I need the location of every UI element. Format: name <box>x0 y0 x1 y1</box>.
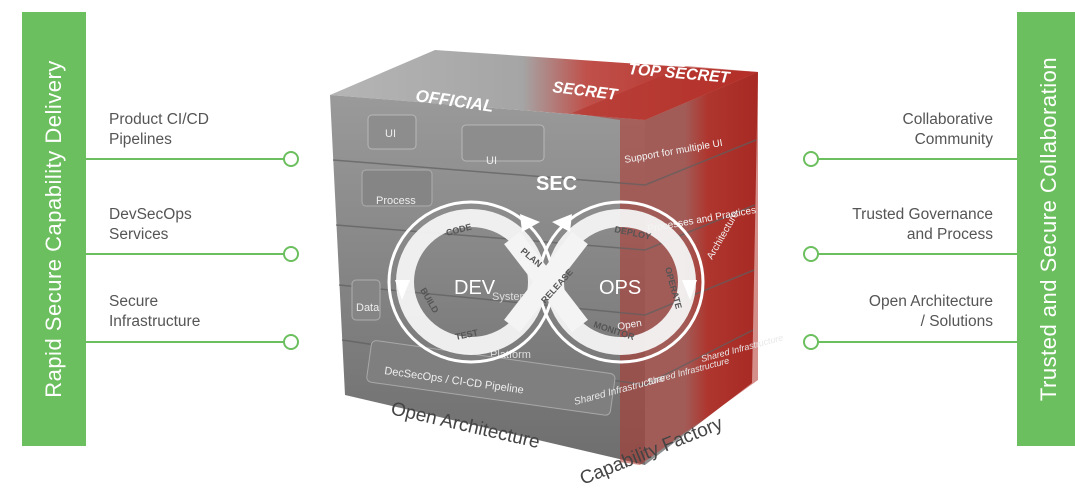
stage-test: TEST <box>454 327 479 342</box>
callout-line: Community <box>914 131 993 148</box>
connector-node <box>803 151 819 167</box>
connector-line <box>86 158 284 160</box>
callout-line: Pipelines <box>109 131 172 148</box>
callout-secure-infrastructure: Secure Infrastructure <box>109 292 200 332</box>
callout-line: / Solutions <box>920 313 993 330</box>
callout-collaborative-community: Collaborative Community <box>903 110 993 150</box>
callout-line: Open Architecture <box>868 293 993 310</box>
callout-line: DevSecOps <box>109 206 192 223</box>
connector-line <box>815 341 1019 343</box>
callout-line: Infrastructure <box>109 313 201 330</box>
connector-node <box>283 151 299 167</box>
layer-box-ui-1 <box>367 114 417 150</box>
callout-open-architecture: Open Architecture / Solutions <box>869 292 993 332</box>
layer-box-process <box>361 169 433 207</box>
connector-line <box>815 158 1019 160</box>
callout-devsecops-services: DevSecOps Services <box>109 205 192 245</box>
layer-box-pipeline <box>366 340 616 416</box>
layer-ui-2-label: UI <box>486 155 497 167</box>
layer-process-label: Process <box>376 195 416 207</box>
callout-line: Product CI/CD <box>109 111 209 128</box>
left-sidebar-banner: Rapid Secure Capability Delivery <box>22 12 86 446</box>
callout-line: Secure <box>109 293 159 310</box>
callout-line: Services <box>109 226 169 243</box>
connector-node <box>283 246 299 262</box>
loop-label-sec: SEC <box>536 173 577 195</box>
layer-data-label: Data <box>356 302 380 314</box>
right-sidebar-banner: Trusted and Secure Collaboration <box>1017 12 1075 446</box>
connector-line <box>86 341 284 343</box>
loop-label-ops: OPS <box>599 277 641 299</box>
connector-node <box>803 334 819 350</box>
layer-box-ui-2 <box>461 124 545 162</box>
connector-node <box>803 246 819 262</box>
callout-line: Collaborative <box>902 111 993 128</box>
callout-line: Trusted Governance <box>852 206 993 223</box>
callout-trusted-governance: Trusted Governance and Process <box>852 205 993 245</box>
connector-line <box>815 253 1019 255</box>
connector-node <box>283 334 299 350</box>
layer-box-data <box>351 279 381 321</box>
callout-product-cicd: Product CI/CD Pipelines <box>109 110 209 150</box>
side-layer-open: Open <box>617 318 643 333</box>
cube-red-overlay <box>572 66 758 465</box>
devsecops-infinity-loop <box>387 200 705 364</box>
connector-line <box>86 253 284 255</box>
layer-ui-1-label: UI <box>385 128 396 140</box>
loop-label-dev: DEV <box>454 277 496 299</box>
callout-line: and Process <box>906 226 993 243</box>
